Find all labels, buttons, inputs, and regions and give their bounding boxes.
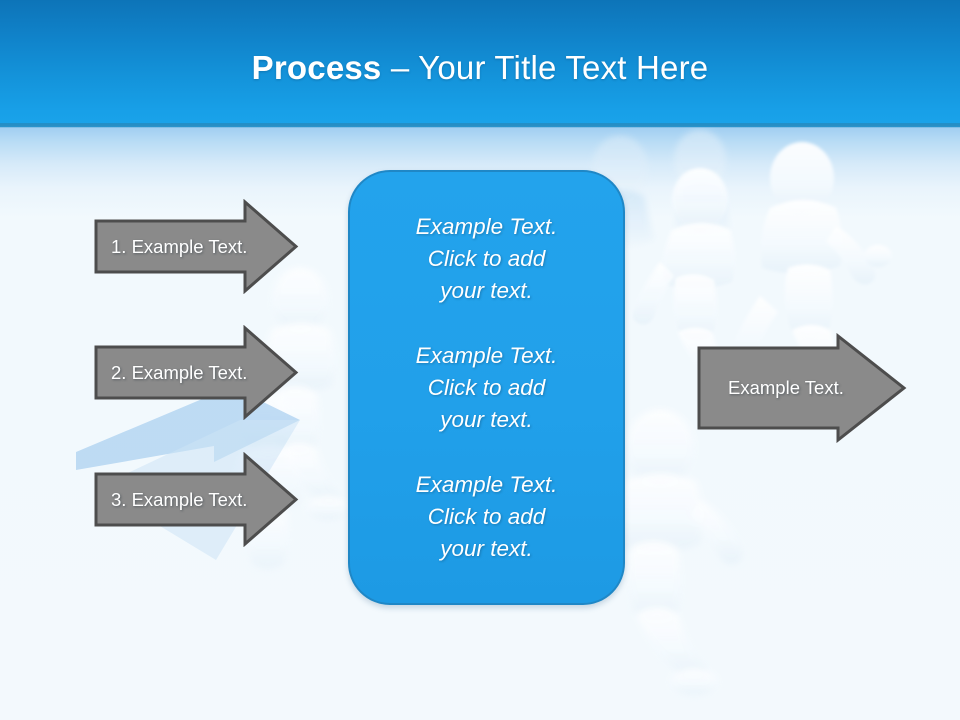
process-panel-block-3[interactable]: Example Text. Click to add your text. <box>415 471 558 561</box>
input-arrow-1[interactable]: 1. Example Text. <box>93 199 300 294</box>
header-band-edge <box>0 123 960 128</box>
page-title: Process – Your Title Text Here <box>0 48 960 88</box>
arrow-right-shape-icon <box>94 199 299 294</box>
process-panel-block-1[interactable]: Example Text. Click to add your text. <box>415 213 558 303</box>
process-panel-content: Example Text. Click to add your text. Ex… <box>350 172 623 603</box>
input-arrow-3[interactable]: 3. Example Text. <box>93 452 300 547</box>
input-arrow-2[interactable]: 2. Example Text. <box>93 325 300 420</box>
arrow-right-shape-icon <box>94 452 299 547</box>
header-band <box>0 0 960 127</box>
arrow-right-shape-icon <box>94 325 299 420</box>
process-panel-block-2[interactable]: Example Text. Click to add your text. <box>415 342 558 432</box>
page-title-rest: – Your Title Text Here <box>381 49 709 86</box>
process-panel[interactable]: Example Text. Click to add your text. Ex… <box>348 170 625 605</box>
arrow-right-shape-icon <box>697 333 907 443</box>
page-title-bold: Process <box>251 49 382 86</box>
output-arrow[interactable]: Example Text. <box>696 333 908 443</box>
